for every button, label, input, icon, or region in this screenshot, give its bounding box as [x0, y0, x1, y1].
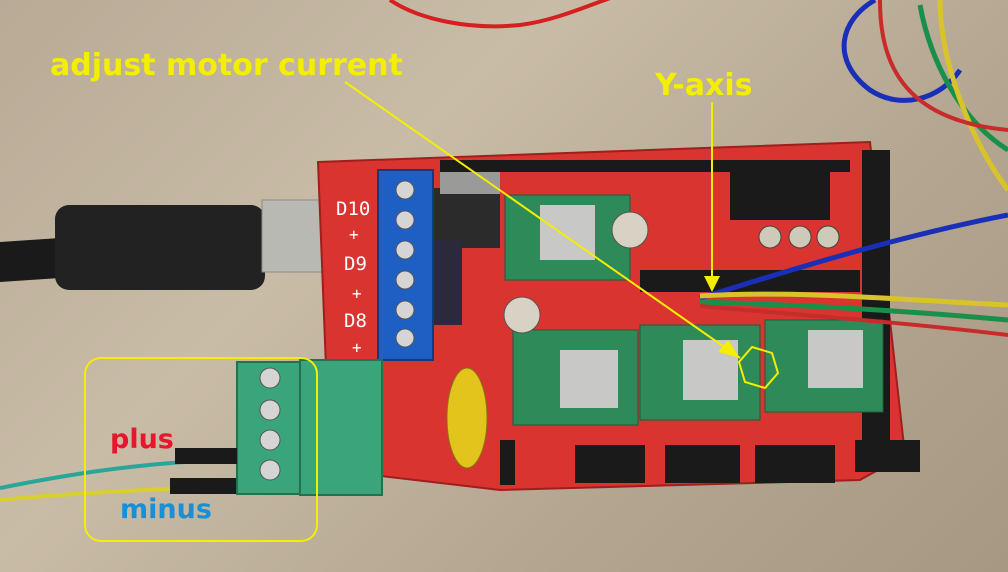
header-top-row: [440, 160, 850, 172]
yellow-wire-right: [937, 0, 1008, 192]
capacitor-5: [816, 225, 840, 249]
capacitor-1: [611, 211, 649, 249]
usb-metal-connector: [261, 199, 325, 273]
yellow-polyfuse: [446, 367, 488, 469]
silkscreen-plus-1: +: [349, 225, 359, 244]
adjust-motor-current-label: adjust motor current: [50, 48, 403, 83]
capacitor-3: [758, 225, 782, 249]
header-bottom-3: [755, 445, 835, 483]
usb-cable: [0, 238, 60, 282]
wire-blue: [699, 212, 1008, 301]
plus-label: plus: [110, 424, 174, 455]
header-bottom-4: [855, 440, 920, 472]
capacitor-2: [503, 296, 541, 334]
wire-green: [699, 299, 1008, 323]
minus-label: minus: [120, 494, 212, 525]
wire-yellow: [699, 291, 1008, 308]
red-wire-top: [388, 0, 611, 29]
usb-plug-body: [55, 205, 265, 290]
silkscreen-d9: D9: [344, 253, 367, 275]
header-left-small: [500, 440, 515, 485]
red-wire-right2: [878, 0, 1008, 132]
blue-wire-right: [841, 0, 963, 103]
adjust-pointer-arrowhead: [718, 340, 740, 358]
wire-red: [699, 304, 1008, 337]
mosfet-2: [430, 240, 462, 325]
silkscreen-d10: D10: [336, 198, 371, 220]
green-terminal-plug: [299, 359, 383, 496]
header-bottom-1: [575, 445, 645, 483]
blue-terminal-block: [377, 169, 434, 361]
wire-ferrule-minus: [170, 478, 236, 494]
power-terminal-highlight-box: [84, 357, 318, 542]
header-bottom-2: [665, 445, 740, 483]
mosfet-1: [432, 188, 500, 248]
y-axis-label: Y-axis: [655, 68, 753, 103]
pot-highlight-hexagon: [737, 345, 780, 390]
capacitor-4: [788, 225, 812, 249]
header-endstop: [730, 170, 830, 220]
blue-terminal-screws: [395, 180, 415, 348]
driver-bottom-3-heatsink: [808, 330, 863, 388]
heatsink-mosfet: [440, 172, 500, 194]
silkscreen-d8: D8: [344, 310, 367, 332]
adjust-pointer-line: [344, 81, 741, 359]
yaxis-pointer-arrowhead: [704, 276, 720, 292]
green-terminal-screws: [259, 367, 281, 481]
silkscreen-plus-2: +: [352, 284, 362, 303]
silkscreen-plus-3: +: [352, 338, 362, 357]
green-wire-right: [917, 4, 1008, 153]
driver-bottom-1-heatsink: [560, 350, 618, 408]
wire-ferrule-plus: [175, 448, 237, 464]
